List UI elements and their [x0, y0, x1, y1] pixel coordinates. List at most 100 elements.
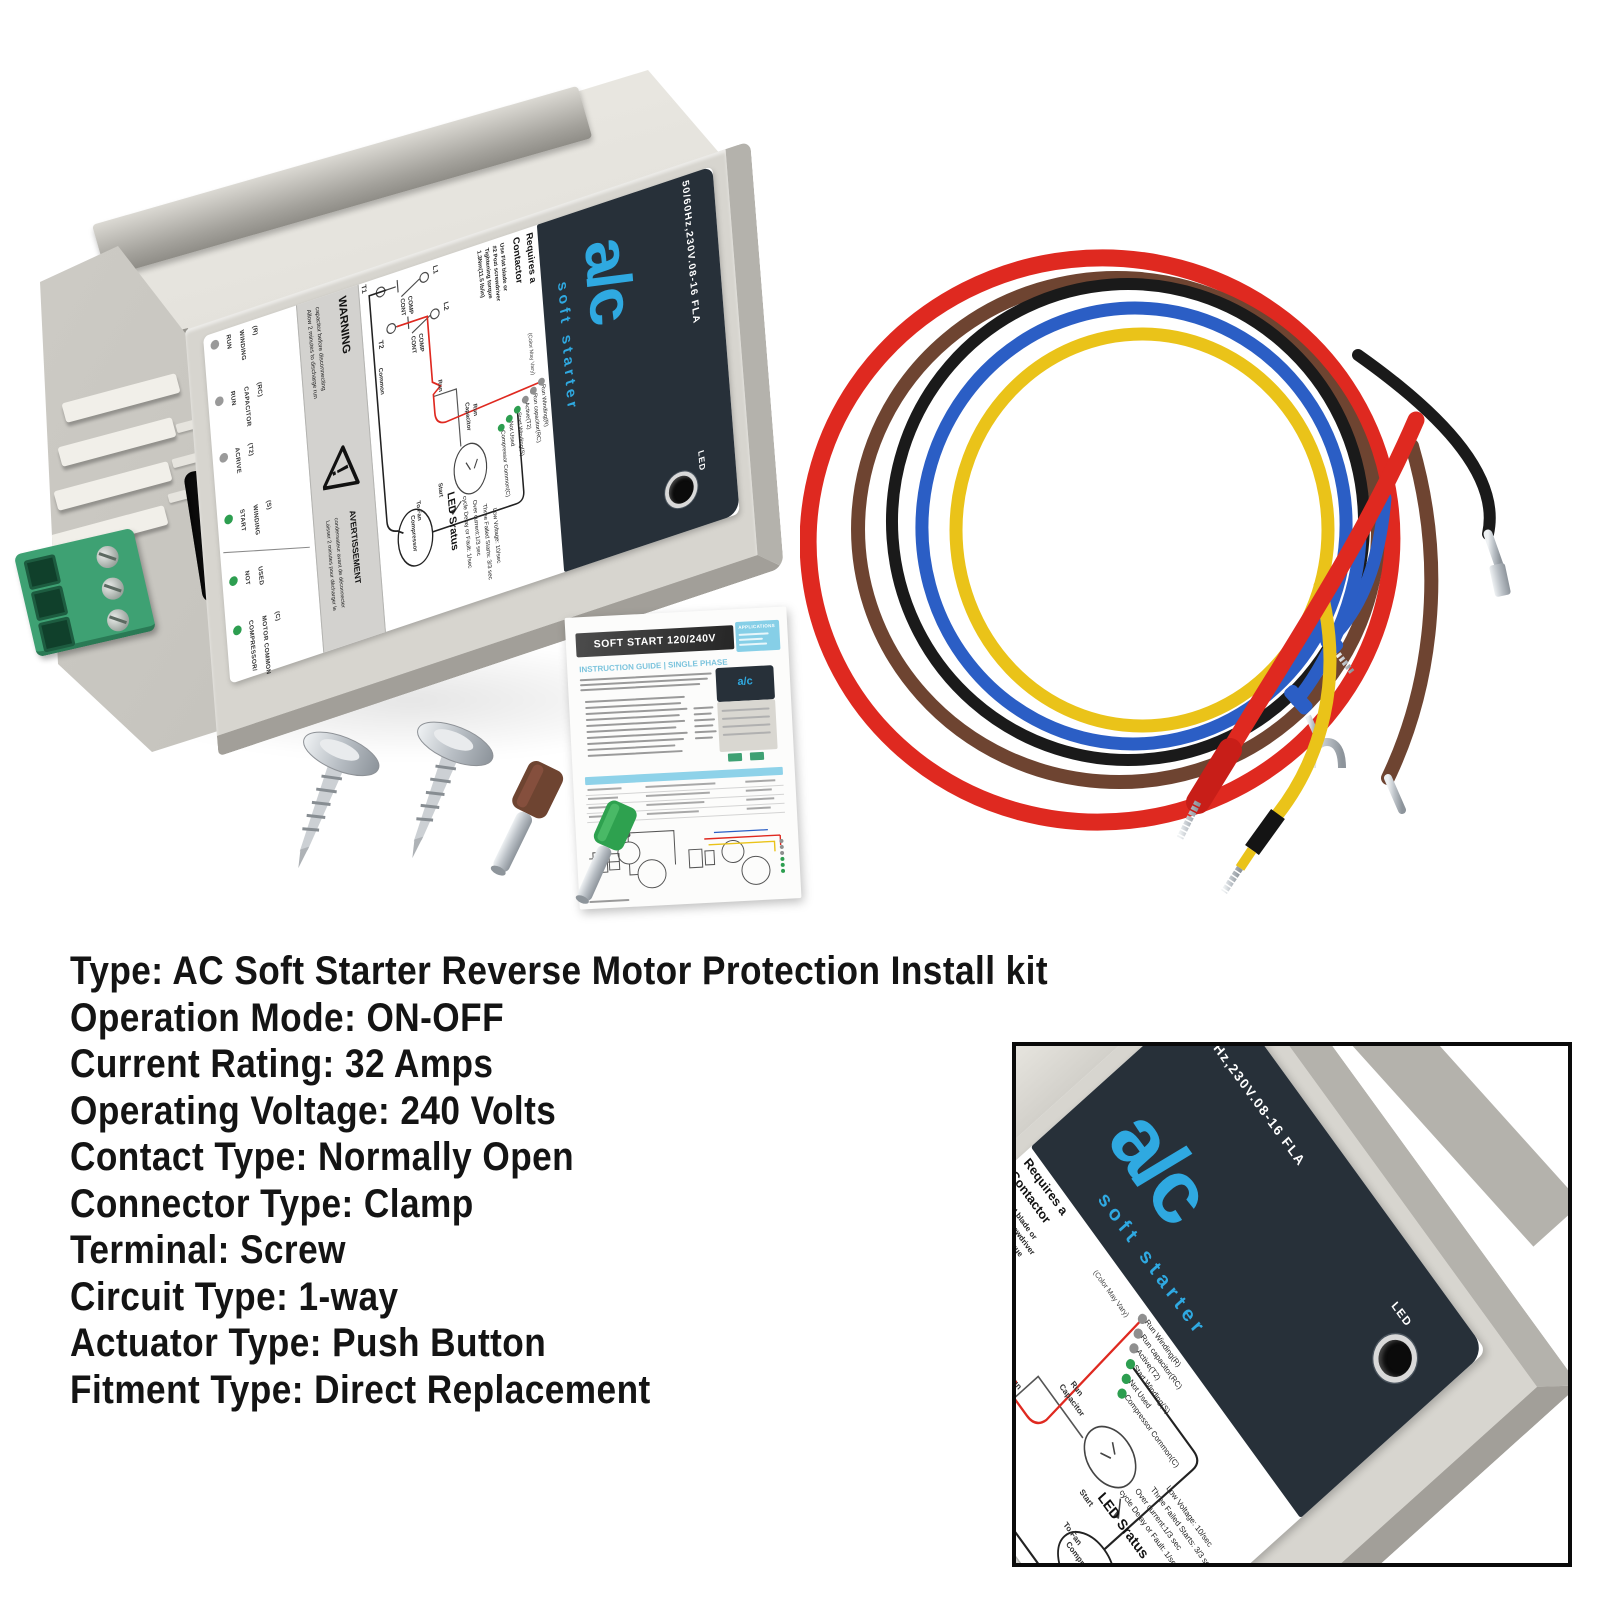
vent-slat [57, 417, 177, 467]
sheet-product-terminal [727, 752, 743, 762]
led-legend-word: USED [256, 565, 265, 587]
brand-logo: a/c [571, 226, 647, 332]
black-wire-loop [885, 278, 1371, 766]
led-legend-word: WINDING [251, 503, 261, 537]
hardware-kit [298, 721, 637, 904]
led-legend-word: (RC) [255, 381, 264, 399]
wire-ferrule-brown [490, 761, 564, 876]
svg-text:Start: Start [437, 482, 445, 498]
brown-wire-tail [1381, 439, 1439, 785]
led-legend-word: MOTOR COMMON [260, 614, 272, 676]
device-front-face: RUN WINDING (R) RUN CAPACITOR (RC) ACRIV… [185, 140, 784, 757]
sheet-product-terminal [749, 751, 765, 761]
spec-list: Type: AC Soft Starter Reverse Motor Prot… [70, 948, 1048, 1413]
text-line-placeholder [738, 632, 769, 636]
pin-label: Active(T2) [523, 401, 532, 431]
svg-text:Run: Run [471, 403, 479, 417]
svg-text:To Fan: To Fan [415, 500, 423, 522]
led-indicator-hole [1364, 1324, 1426, 1393]
spade-terminal [1489, 563, 1511, 597]
spade-terminal [1483, 529, 1505, 573]
spec-line: Actuator Type: Push Button [70, 1321, 547, 1365]
text-line-placeholder [722, 731, 771, 736]
led-legend-word: WINDING [237, 329, 247, 362]
diagram-led-pins [1117, 1313, 1148, 1399]
vent-slat [61, 373, 181, 423]
device-label: RUN WINDING (R) RUN CAPACITOR (RC) ACRIV… [1012, 1046, 1487, 1567]
diagram-led-pins [497, 377, 545, 432]
spec-line: Operation Mode: ON-OFF [70, 995, 505, 1040]
yellow-wire-tail [1235, 847, 1257, 871]
brand-label: 50/60Hz,230V.08-16 FLA a/c soft starter … [536, 166, 740, 573]
spec-line: Type: AC Soft Starter Reverse Motor Prot… [70, 949, 1049, 993]
yellow-wire-tail [1271, 579, 1337, 821]
svg-text:Run: Run [436, 379, 444, 393]
led-legend-word: START [238, 508, 247, 533]
svg-text:L1: L1 [431, 264, 439, 275]
text-line-placeholder [738, 637, 763, 641]
device-front-face: RUN WINDING (R) RUN CAPACITOR (RC) ACRIV… [1012, 1046, 1568, 1567]
text-line-placeholder [721, 715, 770, 720]
svg-text:T2: T2 [377, 339, 385, 350]
spec-line: Operating Voltage: 240 Volts [70, 1088, 557, 1133]
led-legend-word: (C) [273, 610, 282, 623]
led-legend-word: RUN [229, 390, 237, 407]
svg-text:T1: T1 [360, 284, 368, 295]
svg-text:Start: Start [1078, 1487, 1096, 1508]
svg-text:L2: L2 [442, 301, 450, 312]
led-dot [228, 575, 239, 588]
spec-line: Connector Type: Clamp [70, 1181, 474, 1226]
text-line-placeholder [722, 723, 771, 728]
mounting-screw [298, 731, 380, 869]
wire-ferrule-tip [1221, 866, 1243, 894]
warning-title: WARNING [335, 294, 352, 356]
svg-text:Compressor: Compressor [409, 514, 418, 553]
wiring-diagram: L1 L2 T1 T2 COMP CONT COMP CONT Run Comm… [360, 264, 545, 567]
spec-line: Fitment Type: Direct Replacement [70, 1367, 651, 1412]
rating-text: 50/60Hz,230V.08-16 FLA [679, 178, 702, 326]
yellow-wire-loop [949, 327, 1335, 733]
black-heat-shrink-sleeve [1245, 809, 1285, 855]
svg-text:Capacitor: Capacitor [463, 401, 472, 432]
svg-text:COMP: COMP [417, 332, 425, 353]
wiring-diagram: L1 L2 T1 T2 COMP CONT COMP CONT Run Comm… [1012, 1305, 1199, 1567]
svg-text:CONT: CONT [399, 297, 407, 317]
text-line-placeholder [693, 706, 714, 710]
pin-label: Not Used [507, 420, 516, 448]
led-dot [210, 338, 220, 351]
sheet-title: SOFT START 120/240V [575, 625, 735, 658]
led-legend-word: (T2) [246, 442, 255, 458]
led-legend-word: (S) [264, 499, 273, 511]
wire-ferrule-tip [1384, 774, 1406, 814]
led-legend-word: (R) [251, 324, 259, 337]
svg-text:Compressor: Compressor [1064, 1540, 1099, 1567]
sheet-product-image: a/c [715, 665, 778, 766]
spec-line: Terminal: Screw [70, 1228, 346, 1272]
crimp-braid-tip [1335, 652, 1355, 674]
svg-text:CONT: CONT [409, 335, 417, 355]
led-legend-word: ACRIVE [233, 446, 243, 475]
terminal-hole [23, 553, 62, 591]
wire-ferrule-tip [1176, 800, 1202, 840]
vent-slat [53, 461, 173, 511]
led-legend-word: CAPACITOR [242, 385, 253, 428]
svg-text:Run: Run [1012, 1373, 1023, 1392]
sheet-applications-badge: APPLICATIONS [734, 619, 781, 653]
led-legend-word: NOT [243, 569, 251, 587]
sheet-badge-text: APPLICATIONS [738, 623, 776, 630]
blue-wire-tail [1290, 525, 1367, 707]
led-caption: LED [696, 448, 708, 473]
sheet-diagram-right [688, 829, 786, 885]
led-dot [219, 451, 229, 464]
led-indicator-hole [663, 466, 699, 513]
terminal-block-screw [104, 607, 132, 634]
terminal-block-screw [99, 575, 127, 602]
sheet-product-body [717, 699, 778, 753]
spec-line: Circuit Type: 1-way [70, 1274, 399, 1319]
blue-crimp-connector [1284, 684, 1313, 715]
wire-ferrule-green [575, 800, 637, 904]
terminal-hole [30, 585, 69, 622]
svg-text:COMP: COMP [406, 295, 414, 316]
led-caption: LED [1388, 1298, 1415, 1330]
